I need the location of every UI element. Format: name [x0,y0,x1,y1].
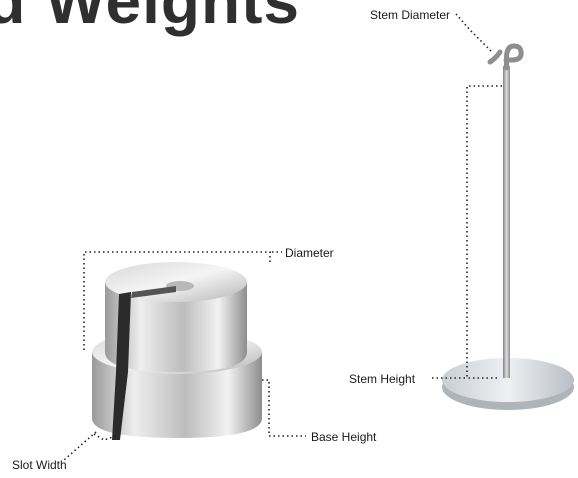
leader-slot-width-label [63,431,97,461]
hanger-hook [503,43,524,71]
hanger-plate [442,358,574,402]
leader-diameter [83,251,271,350]
hanger-stem [503,66,510,378]
page-title: d Weights [0,0,300,46]
leader-stem-diameter [455,13,493,53]
leader-base-height [262,379,306,437]
leader-stem-height [466,85,502,379]
label-stem-height: Stem Height [349,372,416,386]
weight-slot [112,292,131,440]
label-diameter: Diameter [285,246,334,260]
weight-base-body [92,352,262,438]
label-stem-diameter: Stem Diameter [370,8,451,22]
weight-top-body [105,282,247,372]
weight-hanger [442,43,574,410]
slotted-weight [92,262,262,440]
label-slot-width: Slot Width [12,458,67,472]
hanger-hook-tip [487,49,503,65]
weight-slot-top [131,286,176,298]
leader-lines [63,13,502,461]
label-base-height: Base Height [311,430,377,444]
page-title-text: d Weights [0,0,300,37]
